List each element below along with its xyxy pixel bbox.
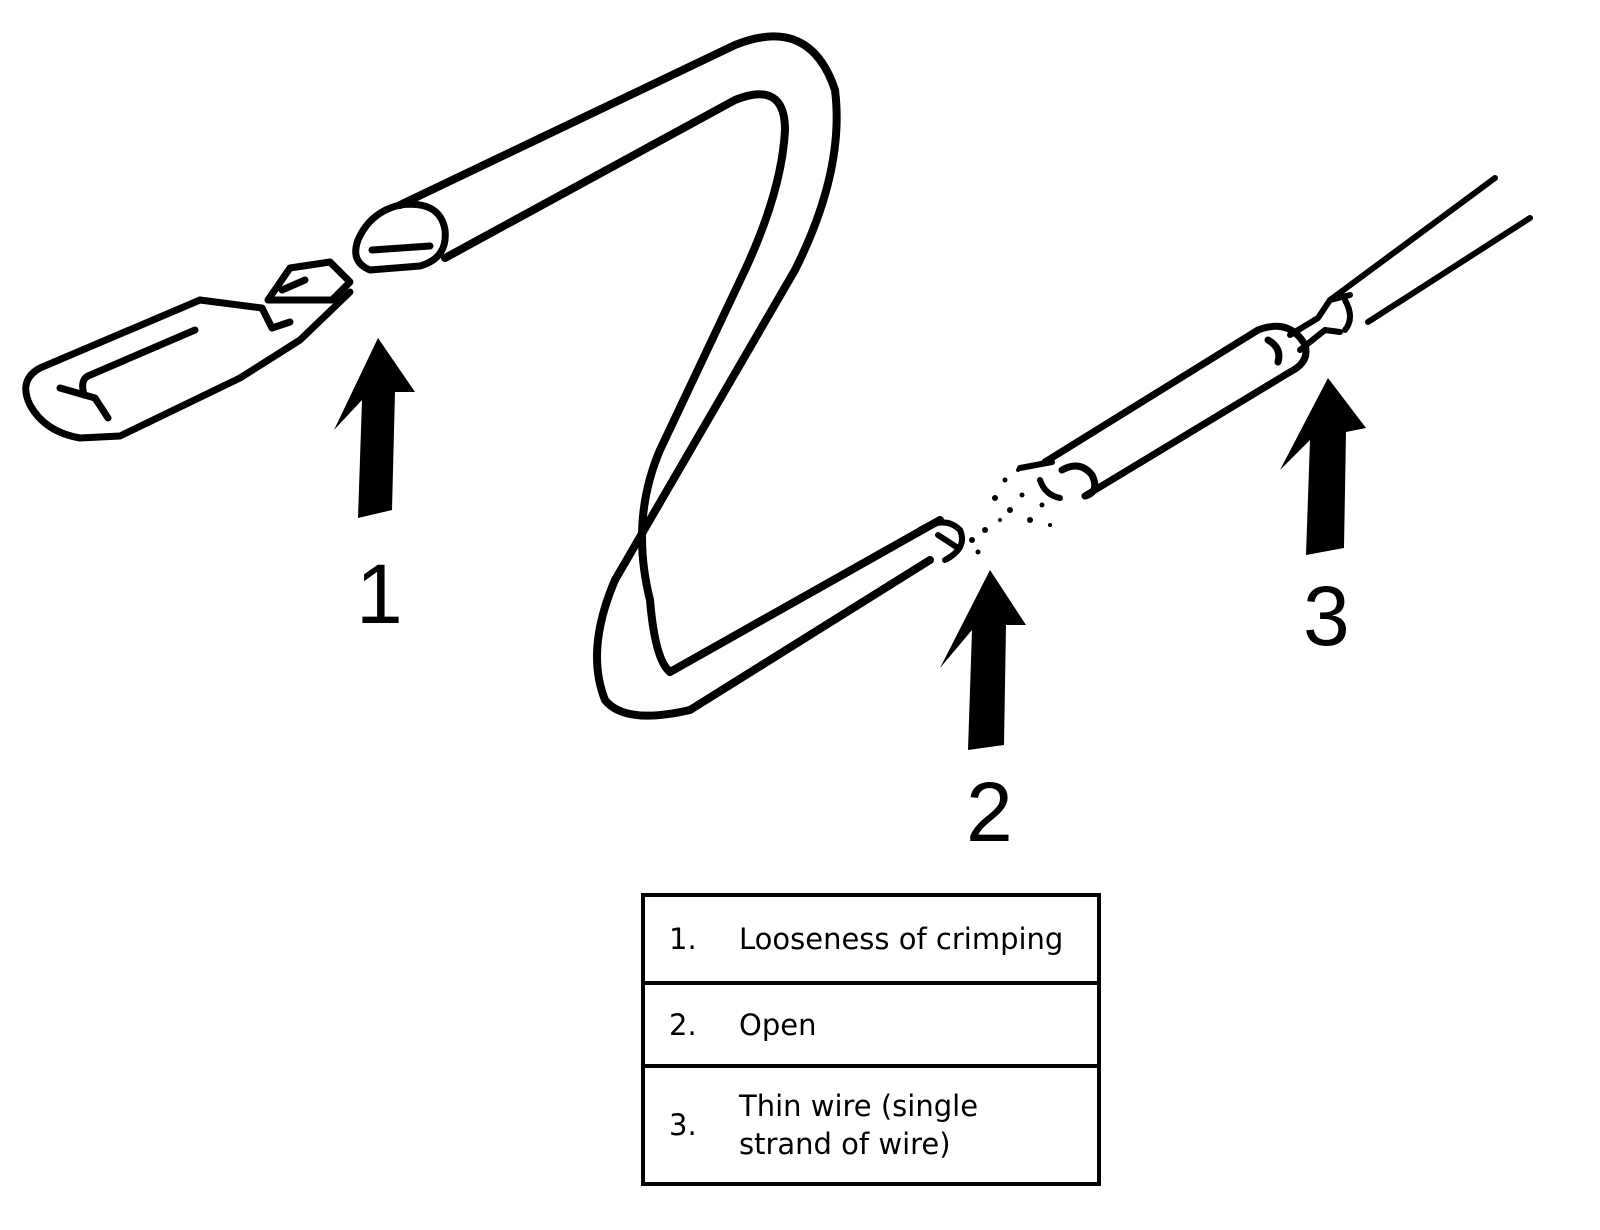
wire-terminal bbox=[22, 296, 244, 442]
wire-defects-illustration bbox=[22, 32, 1533, 750]
arrow-3 bbox=[1280, 378, 1366, 555]
legend-row: 3. Thin wire (single strand of wire) bbox=[645, 1064, 1097, 1182]
callout-number-1: 1 bbox=[356, 547, 403, 641]
thin-wire-strands bbox=[1287, 175, 1533, 353]
legend-text: Thin wire (single strand of wire) bbox=[739, 1089, 979, 1161]
legend-row: 2. Open bbox=[645, 981, 1097, 1064]
legend-row: 1. Looseness of crimping bbox=[645, 897, 1097, 981]
callout-number-2: 2 bbox=[966, 765, 1013, 859]
arrow-1 bbox=[334, 338, 415, 518]
legend-table: 1. Looseness of crimping 2. Open 3. Thin… bbox=[641, 893, 1101, 1186]
legend-index: 1. bbox=[669, 922, 697, 956]
right-wire-segment bbox=[1041, 322, 1310, 500]
legend-index: 3. bbox=[669, 1108, 697, 1142]
legend-text: Open bbox=[739, 1007, 817, 1042]
callout-arrows bbox=[334, 338, 1366, 750]
open-circuit-break bbox=[917, 459, 1063, 563]
insulated-wire bbox=[396, 32, 944, 720]
callout-number-3: 3 bbox=[1303, 569, 1350, 663]
legend-text: Looseness of crimping bbox=[739, 922, 1064, 956]
loose-crimp-joint bbox=[196, 200, 449, 382]
arrow-2 bbox=[940, 570, 1026, 750]
legend-index: 2. bbox=[669, 1007, 697, 1042]
